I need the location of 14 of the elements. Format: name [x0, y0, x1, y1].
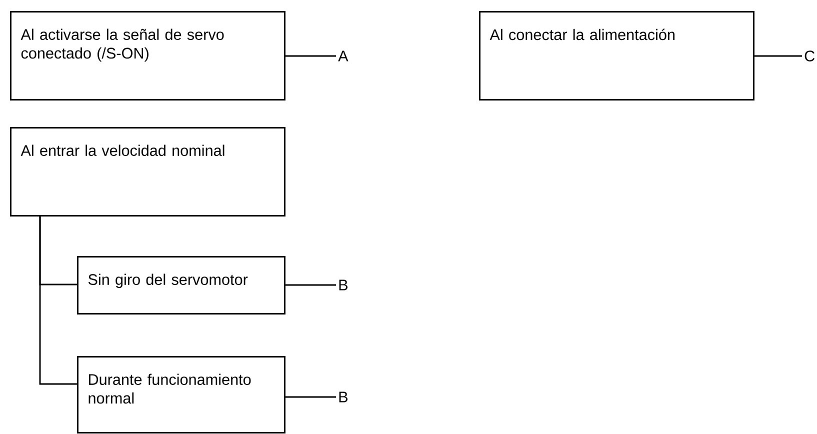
connector-line	[39, 215, 77, 385]
output-letter: C	[804, 50, 815, 62]
connector-line	[285, 284, 336, 286]
connector-line	[754, 55, 802, 57]
condition-box: Al activarse la señal de servo conectado (/S-ON)	[10, 11, 286, 100]
connector-line	[285, 396, 336, 398]
connector-line	[285, 55, 336, 57]
condition-box: Sin giro del servomotor	[77, 256, 286, 314]
condition-box: Al entrar la velocidad nominal	[10, 127, 286, 216]
output-letter: A	[338, 50, 348, 62]
output-letter: B	[339, 280, 348, 290]
condition-box: Durante funcionamiento normal	[77, 356, 286, 434]
output-letter: B	[339, 392, 348, 402]
condition-box: Al conectar la alimentación	[479, 11, 754, 100]
